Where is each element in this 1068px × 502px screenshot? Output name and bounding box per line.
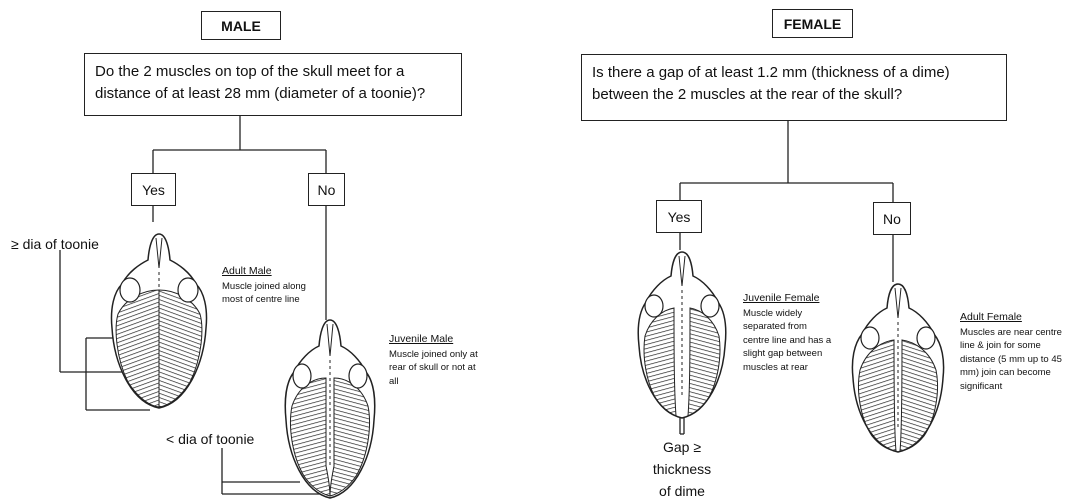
female-yes-label: Yes	[668, 209, 691, 225]
adult-female-skull-illustration	[846, 280, 950, 454]
male-no-label: No	[318, 182, 336, 198]
juvenile-female-description: Juvenile Female Muscle widely separated …	[743, 292, 833, 374]
female-question-text: Is there a gap of at least 1.2 mm (thick…	[592, 64, 950, 103]
female-no-label: No	[883, 211, 901, 227]
juvenile-male-title: Juvenile Male	[389, 333, 484, 347]
male-no-box: No	[308, 173, 345, 206]
adult-male-text: Muscle joined along most of centre line	[222, 281, 306, 306]
male-question-box: Do the 2 muscles on top of the skull mee…	[84, 53, 462, 116]
female-gap-label: Gap ≥ thickness of dime	[640, 436, 724, 502]
adult-male-title: Adult Male	[222, 265, 317, 279]
male-ge-toonie-label: ≥ dia of toonie	[11, 236, 99, 252]
juvenile-male-skull-illustration	[280, 316, 380, 500]
male-yes-box: Yes	[131, 173, 176, 206]
female-question-box: Is there a gap of at least 1.2 mm (thick…	[581, 54, 1007, 121]
adult-female-title: Adult Female	[960, 311, 1062, 325]
juvenile-male-description: Juvenile Male Muscle joined only at rear…	[389, 333, 484, 388]
juvenile-female-skull-illustration	[634, 248, 730, 420]
adult-female-description: Adult Female Muscles are near centre lin…	[960, 311, 1062, 393]
adult-female-text: Muscles are near centre line & join for …	[960, 327, 1062, 392]
gap-label-line-3: of dime	[640, 480, 724, 502]
female-header: FEMALE	[772, 9, 853, 38]
juvenile-female-text: Muscle widely separated from centre line…	[743, 308, 831, 373]
juvenile-female-title: Juvenile Female	[743, 292, 833, 306]
male-header-label: MALE	[221, 18, 261, 34]
adult-male-skull-illustration	[104, 228, 214, 410]
male-lt-toonie-label: < dia of toonie	[166, 431, 254, 447]
male-header: MALE	[201, 11, 281, 40]
male-question-text: Do the 2 muscles on top of the skull mee…	[95, 63, 425, 102]
female-header-label: FEMALE	[784, 16, 842, 32]
gap-label-line-2: thickness	[640, 458, 724, 480]
male-yes-label: Yes	[142, 182, 165, 198]
gap-label-line-1: Gap ≥	[640, 436, 724, 458]
female-no-box: No	[873, 202, 911, 235]
female-yes-box: Yes	[656, 200, 702, 233]
juvenile-male-text: Muscle joined only at rear of skull or n…	[389, 349, 478, 387]
adult-male-description: Adult Male Muscle joined along most of c…	[222, 265, 317, 307]
